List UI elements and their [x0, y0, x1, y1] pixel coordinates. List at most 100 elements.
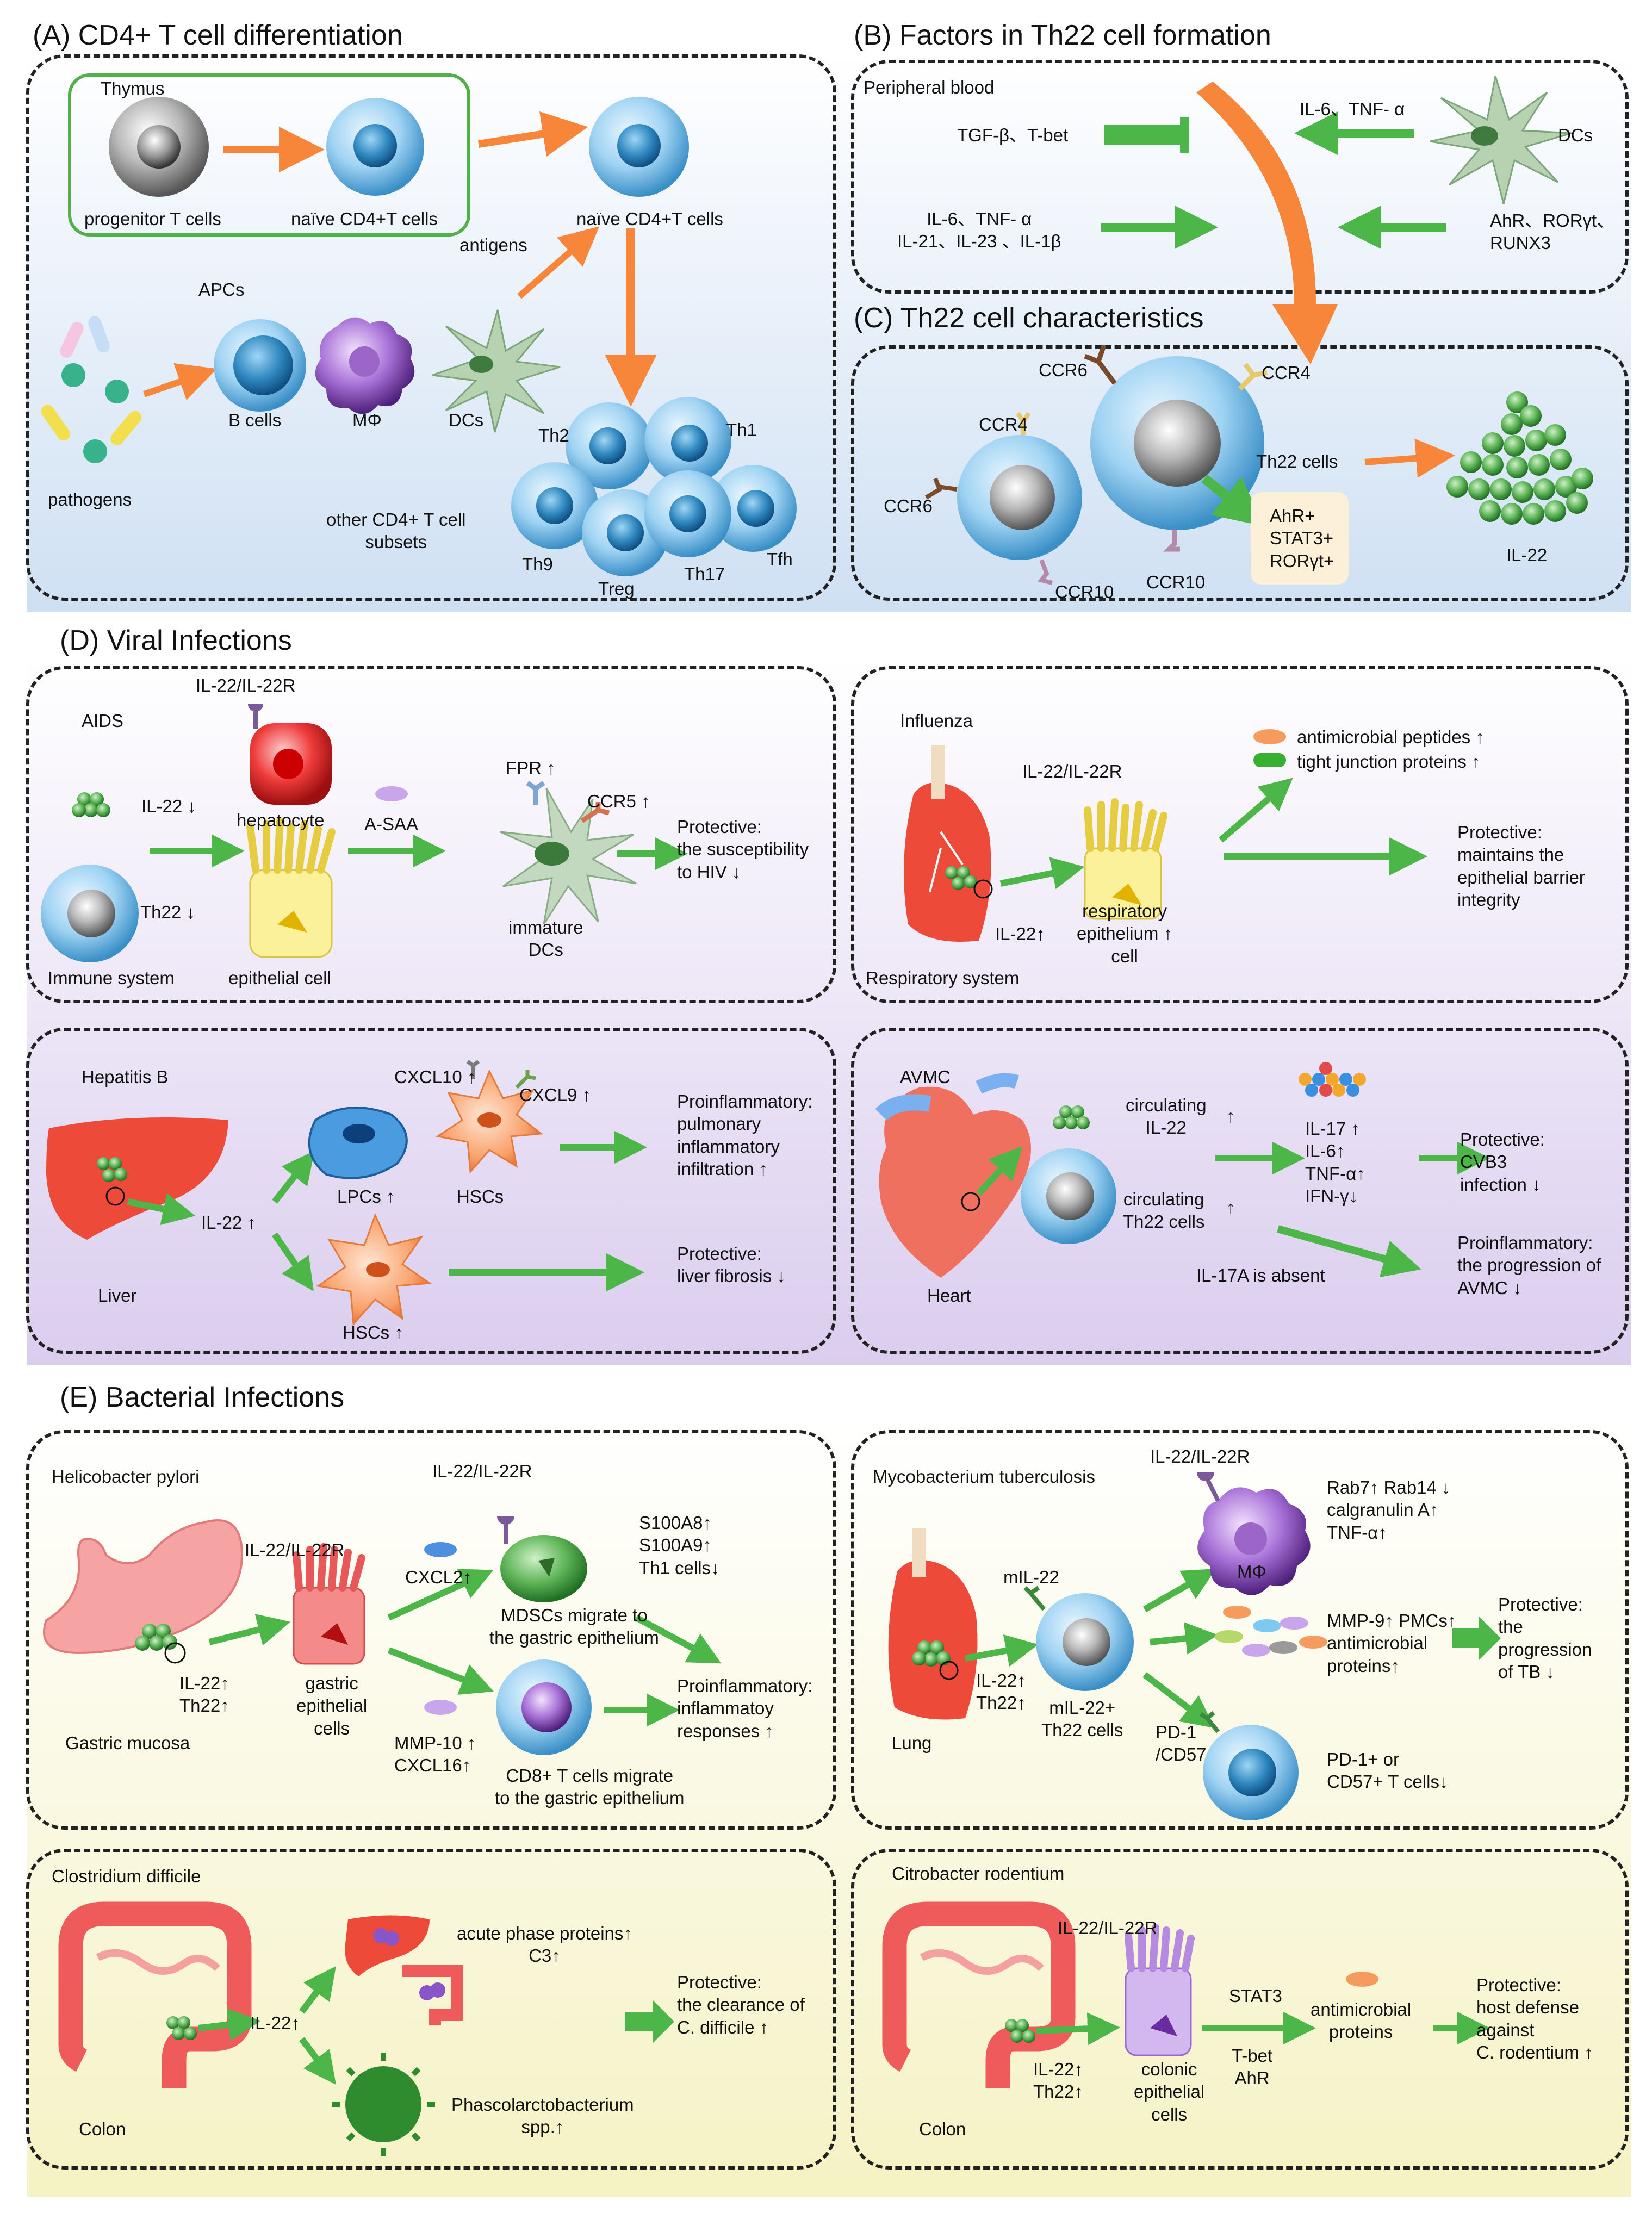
panel-a [26, 54, 836, 601]
hsc-cell-activated [436, 1060, 543, 1174]
il22-cluster-cdiff [166, 2016, 197, 2040]
phascolarctobacterium-icon [332, 2053, 435, 2156]
pathogens-label: pathogens [48, 489, 132, 509]
th22-factors-box [1251, 492, 1349, 585]
ccr10-small-label: CCR10 [1055, 582, 1114, 602]
circ-il22-arrow: ↑ [1226, 1106, 1235, 1126]
thymus-label: Thymus [101, 78, 165, 98]
asaa-icon [375, 786, 408, 801]
pd1-cells-label: PD-1+ or CD57+ T cells↓ [1327, 1749, 1449, 1792]
mil22-th22-label: mIL-22+ Th22 cells [1041, 1698, 1123, 1740]
circ-th22-label: circulating Th22 cells [1123, 1189, 1205, 1232]
colon-cdiff-label: Colon [79, 2119, 126, 2139]
antigens-label: antigens [459, 235, 527, 255]
ccr10-big-label: CCR10 [1146, 572, 1206, 592]
rab-label: Rab7↑ Rab14 ↓ calgranulin A↑ TNF-α↑ [1327, 1477, 1451, 1543]
panel-influenza [851, 666, 1629, 1003]
panel-aids [26, 666, 836, 1003]
treg-label: Treg [598, 579, 635, 599]
progenitor-label: progenitor T cells [84, 209, 221, 229]
gastric-epithelial-cell [293, 1543, 365, 1665]
immature-dcs-label: immature DCs [508, 917, 583, 960]
pathogens-icon [41, 316, 142, 463]
th2-label: Th2 [538, 425, 569, 445]
liver-hepb [46, 1117, 228, 1240]
tb-receptor-label: IL-22/IL-22R [1150, 1446, 1250, 1466]
cd4-subsets-cluster [511, 397, 797, 576]
tfh-label: Tfh [767, 549, 793, 569]
pd1-label: PD-1 /CD57 [1156, 1722, 1207, 1765]
bcells-label: B cells [228, 410, 282, 430]
il22-cluster-large [1446, 391, 1593, 525]
block-arrow-tb [1452, 1617, 1501, 1660]
tb-label: Mycobacterium tuberculosis [873, 1466, 1095, 1487]
heart-icon [875, 1073, 1031, 1278]
il6-dc-label: IL-6、TNF- α [1300, 99, 1405, 119]
aids-label: AIDS [82, 711, 124, 731]
section-a-title: (A) CD4+ T cell differentiation [33, 20, 403, 51]
dendritic-cell-b [1430, 76, 1572, 204]
colon-citro-label: Colon [919, 2119, 966, 2139]
mil22-th22-cell [1023, 1586, 1134, 1691]
tight-junction-label: tight junction proteins ↑ [1297, 751, 1481, 772]
amp-label: antimicrobial peptides ↑ [1297, 727, 1485, 747]
phasco-label: Phascolarctobacterium spp.↑ [451, 2094, 634, 2137]
respiratory-cell-label: respiratory epithelium ↑ cell [1077, 901, 1173, 966]
hscs-label: HSCs [457, 1186, 504, 1207]
il22-cluster-hepb [97, 1157, 127, 1182]
naive-thymus-label: naïve CD4+T cells [291, 209, 438, 229]
panel-b [851, 60, 1629, 294]
peripheral-blood-label: Peripheral blood [864, 77, 995, 97]
colonic-epithelial-cell [1125, 1924, 1195, 2056]
colon-citro [882, 1901, 1076, 2088]
tbet-ahr-label: T-bet AhR [1232, 2046, 1273, 2088]
mmp10-label: MMP-10 ↑ CXCL16↑ [394, 1733, 476, 1776]
th22-aids-label: Th22 ↓ [140, 902, 195, 922]
hsc-cell [316, 1213, 432, 1326]
tb-mphi-label: MΦ [1237, 1562, 1266, 1582]
avmc-protective-label: Protective: CVB3 infection ↓ [1460, 1129, 1545, 1195]
dcs-label-a: DCs [449, 410, 484, 430]
th22-small-cell [924, 412, 1082, 585]
epithelial-cell-aids [246, 817, 336, 958]
ccr6-top-label: CCR6 [1039, 360, 1088, 380]
th22-cells-label: Th22 cells [1256, 451, 1338, 471]
il22-label-c: IL-22 [1506, 545, 1548, 565]
lung-label: Lung [892, 1733, 932, 1753]
mdsc-cell [497, 1515, 587, 1602]
avmc-cytokines-label: IL-17 ↑ IL-6↑ TNF-α↑ IFN-γ↓ [1305, 1118, 1365, 1206]
cxcl2-label: CXCL2↑ [405, 1567, 472, 1587]
cd8-cell [496, 1659, 592, 1755]
mphi-label: MΦ [352, 410, 382, 430]
tb-protective-label: Protective: the progression of TB ↓ [1498, 1594, 1592, 1682]
aids-il22-label: IL-22 ↓ [141, 796, 196, 816]
cxcl10-label: CXCL10 ↑ [394, 1067, 476, 1087]
citro-receptor-label: IL-22/IL-22R [1058, 1918, 1158, 1938]
il22-cluster-hpylori [135, 1624, 177, 1651]
il22-cluster-avmc [1053, 1105, 1090, 1129]
ccr4-top-label: CCR4 [1262, 363, 1311, 383]
cdiff-protective-label: Protective: the clearance of C. difficil… [677, 1972, 805, 2037]
section-e-title: (E) Bacterial Infections [60, 1382, 345, 1413]
epithelial-cell-label: epithelial cell [228, 968, 331, 988]
apcs-label: APCs [198, 279, 245, 300]
aids-protective-label: Protective: the susceptibility to HIV ↓ [677, 817, 809, 882]
citro-amp-label: antimicrobial proteins [1311, 1999, 1412, 2042]
influenza-il22-label: IL-22↑ [995, 924, 1045, 944]
mmp10-icon [424, 1700, 457, 1715]
th22-large-cell [1084, 344, 1268, 552]
aids-receptor-label: IL-22/IL-22R [196, 675, 296, 695]
lung-tb [888, 1528, 978, 1720]
stomach-icon [43, 1519, 244, 1655]
colonic-cells-label: colonic epithelial cells [1134, 2059, 1205, 2124]
panel-cdiff [26, 1849, 836, 2170]
influenza-protective-label: Protective: maintains the epithelial bar… [1457, 822, 1585, 910]
hpylori-proinflam-label: Proinflammatory: inflammatoy responses ↑ [677, 1676, 813, 1741]
lung-influenza [904, 745, 991, 942]
hpylori-label: Helicobacter pylori [52, 1466, 200, 1487]
th1-label: Th1 [726, 420, 757, 440]
citro-protective-label: Protective: host defense against C. rode… [1476, 1975, 1593, 2062]
other-subsets-label: other CD4+ T cell subsets [326, 509, 466, 552]
avmc-proinflam-label: Proinflammatory: the progression of AVMC… [1457, 1233, 1601, 1298]
